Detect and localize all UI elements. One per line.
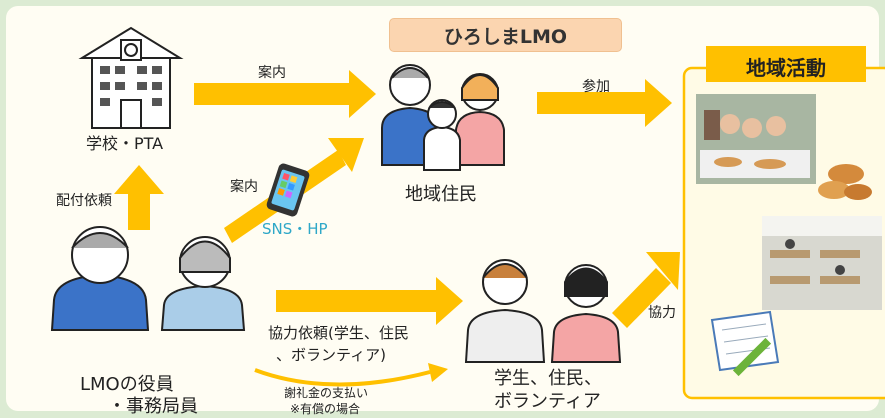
guide-top-label: 案内 — [258, 65, 286, 81]
officers-label-line1: LMOの役員 — [80, 374, 174, 395]
helpers-label-line1: 学生、住民、 — [494, 368, 602, 389]
payment-label-line2: ※有償の場合 — [290, 402, 361, 416]
arrow-helpers-to-activity — [612, 252, 680, 328]
smartphone-icon — [266, 163, 310, 217]
school-label: 学校・PTA — [86, 134, 164, 153]
helpers-icon — [464, 259, 622, 363]
diagram-title: ひろしまLMO — [443, 26, 568, 48]
activity-photo-party — [696, 94, 816, 184]
arrow-payment-head — [428, 363, 448, 382]
activity-photo-classroom — [762, 216, 882, 310]
title-badge — [389, 18, 622, 52]
residents-family-icon — [381, 64, 505, 171]
request-label-line1: 協力依頼(学生、住民 — [268, 324, 409, 342]
arrow-officers-to-school — [114, 165, 164, 230]
notebook-pencil-illustration — [710, 310, 780, 377]
guide-sns-label: 案内 — [230, 179, 258, 195]
arrow-residents-to-activity — [537, 79, 672, 127]
payment-label-line1: 謝礼金の支払い — [284, 386, 369, 400]
arrow-payment — [254, 368, 431, 387]
activity-header-badge — [706, 46, 866, 82]
arrow-officers-to-helpers — [276, 277, 463, 325]
distribution-label: 配付依頼 — [56, 193, 112, 209]
join-label: 参加 — [582, 79, 610, 95]
arrow-school-to-residents — [194, 70, 376, 118]
officers-label-line2: ・事務局員 — [108, 396, 198, 417]
bread-illustration — [818, 164, 872, 200]
activity-header: 地域活動 — [746, 56, 826, 80]
school-icon — [78, 26, 184, 129]
sns-hp-label: SNS・HP — [262, 220, 328, 238]
cooperate-label: 協力 — [648, 305, 676, 321]
request-label-line2: 、ボランティア) — [276, 346, 386, 364]
residents-label: 地域住民 — [405, 184, 477, 205]
helpers-label-line2: ボランティア — [494, 391, 601, 412]
officers-icon — [50, 226, 246, 331]
